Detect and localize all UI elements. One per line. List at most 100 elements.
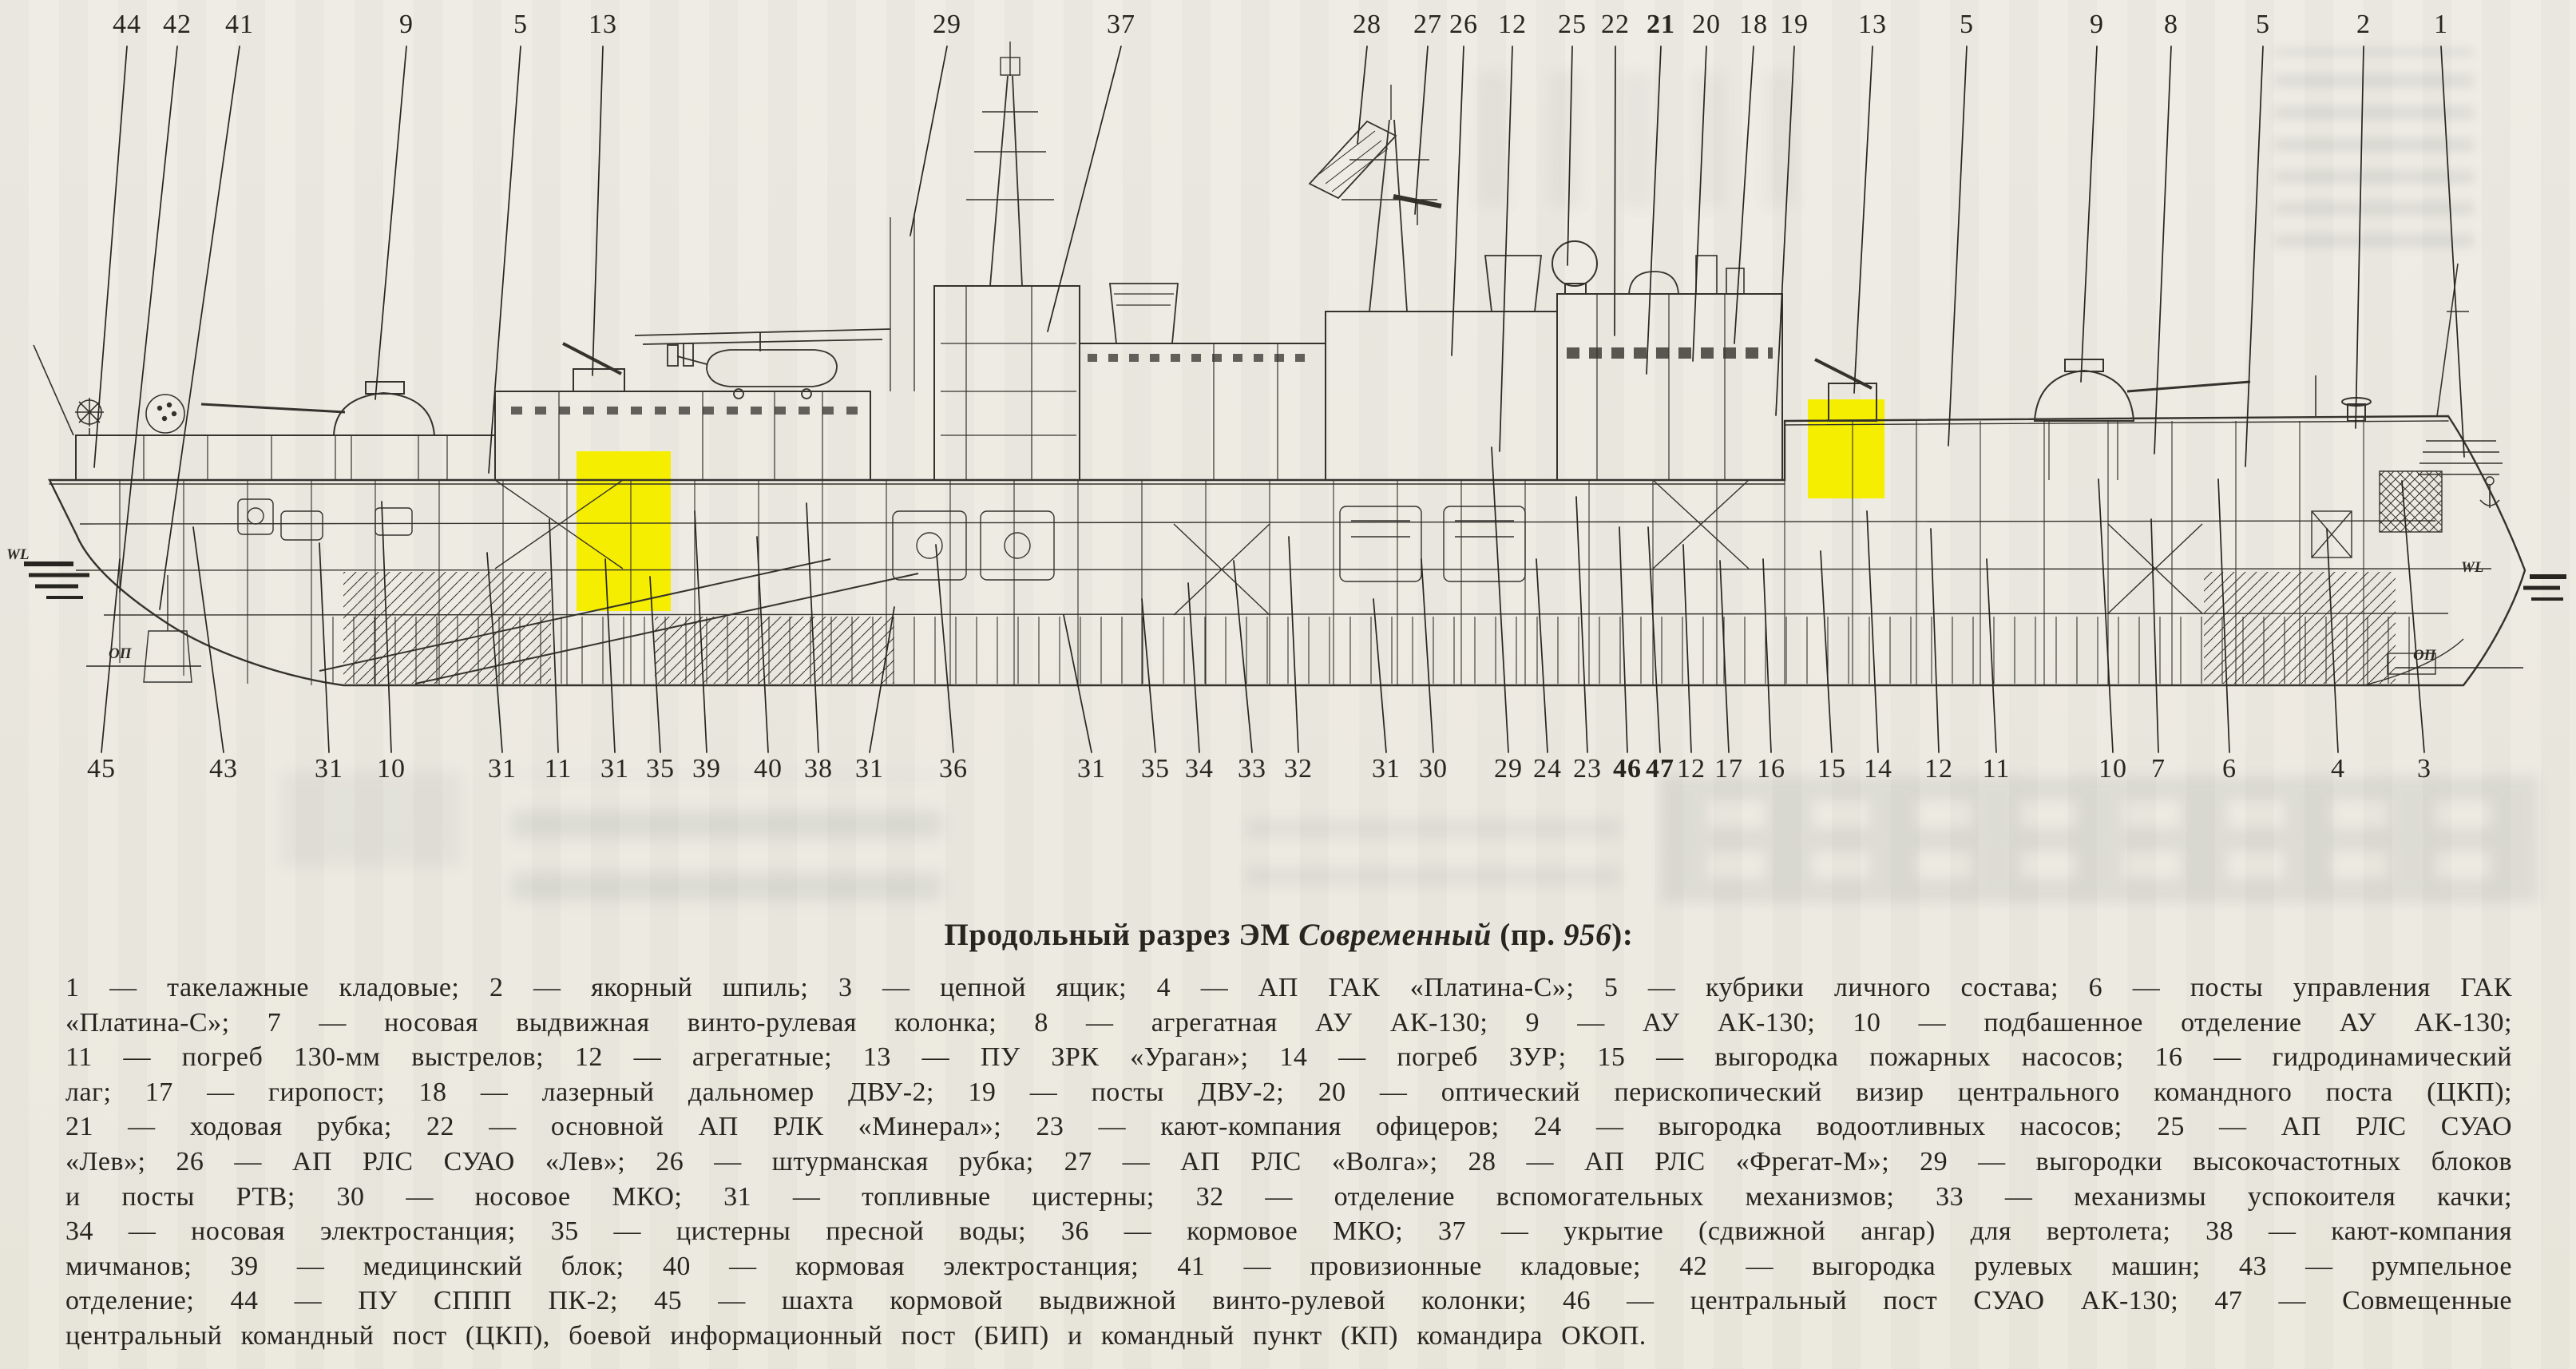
legend-line: отделение; 44 — ПУ СППП ПК-2; 45 — шахта…	[65, 1286, 2512, 1316]
leader-line	[93, 46, 128, 468]
highlight-box	[1808, 399, 1884, 498]
legend-line: мичманов; 39 — медицинский блок; 40 — ко…	[65, 1251, 2512, 1281]
leader-line	[549, 518, 559, 753]
leader-line	[1451, 46, 1464, 356]
bleedthrough-ghost	[279, 771, 463, 867]
callout-number-31: 31	[1077, 754, 1106, 784]
leader-line	[1734, 46, 1754, 344]
callout-number-18: 18	[1739, 10, 1768, 39]
leader-line	[1357, 46, 1368, 145]
leader-line	[1930, 528, 1940, 753]
callout-number-12: 12	[1677, 754, 1706, 784]
leader-line	[488, 46, 521, 474]
callout-number-31: 31	[600, 754, 629, 784]
callout-number-35: 35	[646, 754, 675, 784]
leader-line	[2150, 518, 2159, 753]
callout-number-4: 4	[2331, 754, 2345, 784]
leader-line	[1619, 526, 1628, 753]
leader-line	[1373, 598, 1387, 753]
leader-line	[1187, 582, 1200, 753]
callout-number-13: 13	[589, 10, 617, 39]
legend-line: 11 — погреб 130-мм выстрелов; 12 — агрег…	[65, 1042, 2512, 1073]
callout-number-33: 33	[1238, 754, 1266, 784]
callout-number-28: 28	[1353, 10, 1381, 39]
legend-line: 1 — такелажные кладовые; 2 — якорный шпи…	[65, 973, 2512, 1002]
callout-number-17: 17	[1714, 754, 1743, 784]
highlight-box	[577, 451, 671, 611]
leader-line	[1233, 560, 1253, 753]
legend-block: 1 — такелажные кладовые; 2 — якорный шпи…	[65, 970, 2512, 1354]
leader-line	[1820, 550, 1833, 753]
caption-title-part: Современный	[1298, 918, 1492, 952]
callout-number-10: 10	[377, 754, 406, 784]
callout-number-35: 35	[1141, 754, 1170, 784]
callout-number-38: 38	[804, 754, 833, 784]
leader-line	[1682, 544, 1692, 753]
callout-number-5: 5	[1960, 10, 1974, 39]
leader-lines	[93, 46, 2465, 753]
caption-title-part: (пр.	[1491, 918, 1563, 952]
leader-line	[1762, 558, 1772, 753]
leader-line	[910, 46, 948, 236]
leader-line	[1948, 46, 1968, 446]
callout-number-31: 31	[855, 754, 884, 784]
callout-number-10: 10	[2098, 754, 2127, 784]
callout-number-11: 11	[544, 754, 573, 784]
callout-number-15: 15	[1817, 754, 1846, 784]
callout-number-19: 19	[1780, 10, 1809, 39]
leader-line	[1853, 46, 1873, 394]
legend-line: «Лев»; 26 — АП РЛС СУАО «Лев»; 26 — штур…	[65, 1146, 2512, 1177]
hull-outline	[48, 415, 2526, 687]
leader-line	[649, 576, 661, 753]
leader-line	[1047, 46, 1122, 332]
callout-number-29: 29	[933, 10, 961, 39]
callout-number-22: 22	[1601, 10, 1630, 39]
caption-title-part: Продольный разрез ЭМ	[944, 918, 1299, 952]
callout-number-23: 23	[1573, 754, 1602, 784]
leader-line	[1646, 46, 1662, 375]
legend-line: и посты РТВ; 30 — носовое МКО; 31 — топл…	[65, 1181, 2512, 1212]
legend-line: 34 — носовая электростанция; 35 — цистер…	[65, 1216, 2512, 1247]
callout-number-21: 21	[1647, 10, 1675, 39]
leader-line	[1499, 46, 1513, 452]
callout-number-1: 1	[2434, 10, 2448, 39]
callout-number-30: 30	[1419, 754, 1448, 784]
callout-number-9: 9	[399, 10, 414, 39]
callout-number-5: 5	[2256, 10, 2270, 39]
leader-line	[935, 544, 954, 753]
callout-number-44: 44	[113, 10, 141, 39]
leader-line	[486, 552, 503, 753]
leader-line	[1692, 46, 1707, 362]
leader-line	[2326, 528, 2339, 753]
callout-number-31: 31	[488, 754, 517, 784]
callout-number-39: 39	[692, 754, 721, 784]
callout-number-40: 40	[754, 754, 783, 784]
leader-line	[1647, 526, 1661, 753]
callout-number-13: 13	[1858, 10, 1887, 39]
callout-number-2: 2	[2356, 10, 2371, 39]
leader-line	[2401, 480, 2425, 753]
callout-number-45: 45	[87, 754, 116, 784]
leader-line	[1536, 558, 1548, 753]
leader-line	[2080, 46, 2098, 383]
waterline-label: WL	[6, 546, 30, 563]
caption-title-part: 956	[1563, 918, 1612, 952]
callout-number-43: 43	[209, 754, 238, 784]
bleedthrough-ghost	[1661, 775, 2539, 903]
callout-number-3: 3	[2417, 754, 2431, 784]
leader-line	[2217, 478, 2230, 753]
leader-line	[1775, 46, 1795, 416]
callout-number-26: 26	[1449, 10, 1478, 39]
callout-number-42: 42	[163, 10, 192, 39]
leader-line	[1567, 46, 1573, 266]
callout-number-12: 12	[1498, 10, 1527, 39]
leader-line	[1491, 446, 1509, 753]
leader-line	[1719, 560, 1730, 753]
callout-number-29: 29	[1494, 754, 1523, 784]
callout-number-46: 46	[1613, 754, 1642, 784]
leader-line	[2440, 46, 2465, 458]
leader-line	[375, 46, 407, 400]
callout-number-41: 41	[225, 10, 254, 39]
callout-number-6: 6	[2222, 754, 2237, 784]
